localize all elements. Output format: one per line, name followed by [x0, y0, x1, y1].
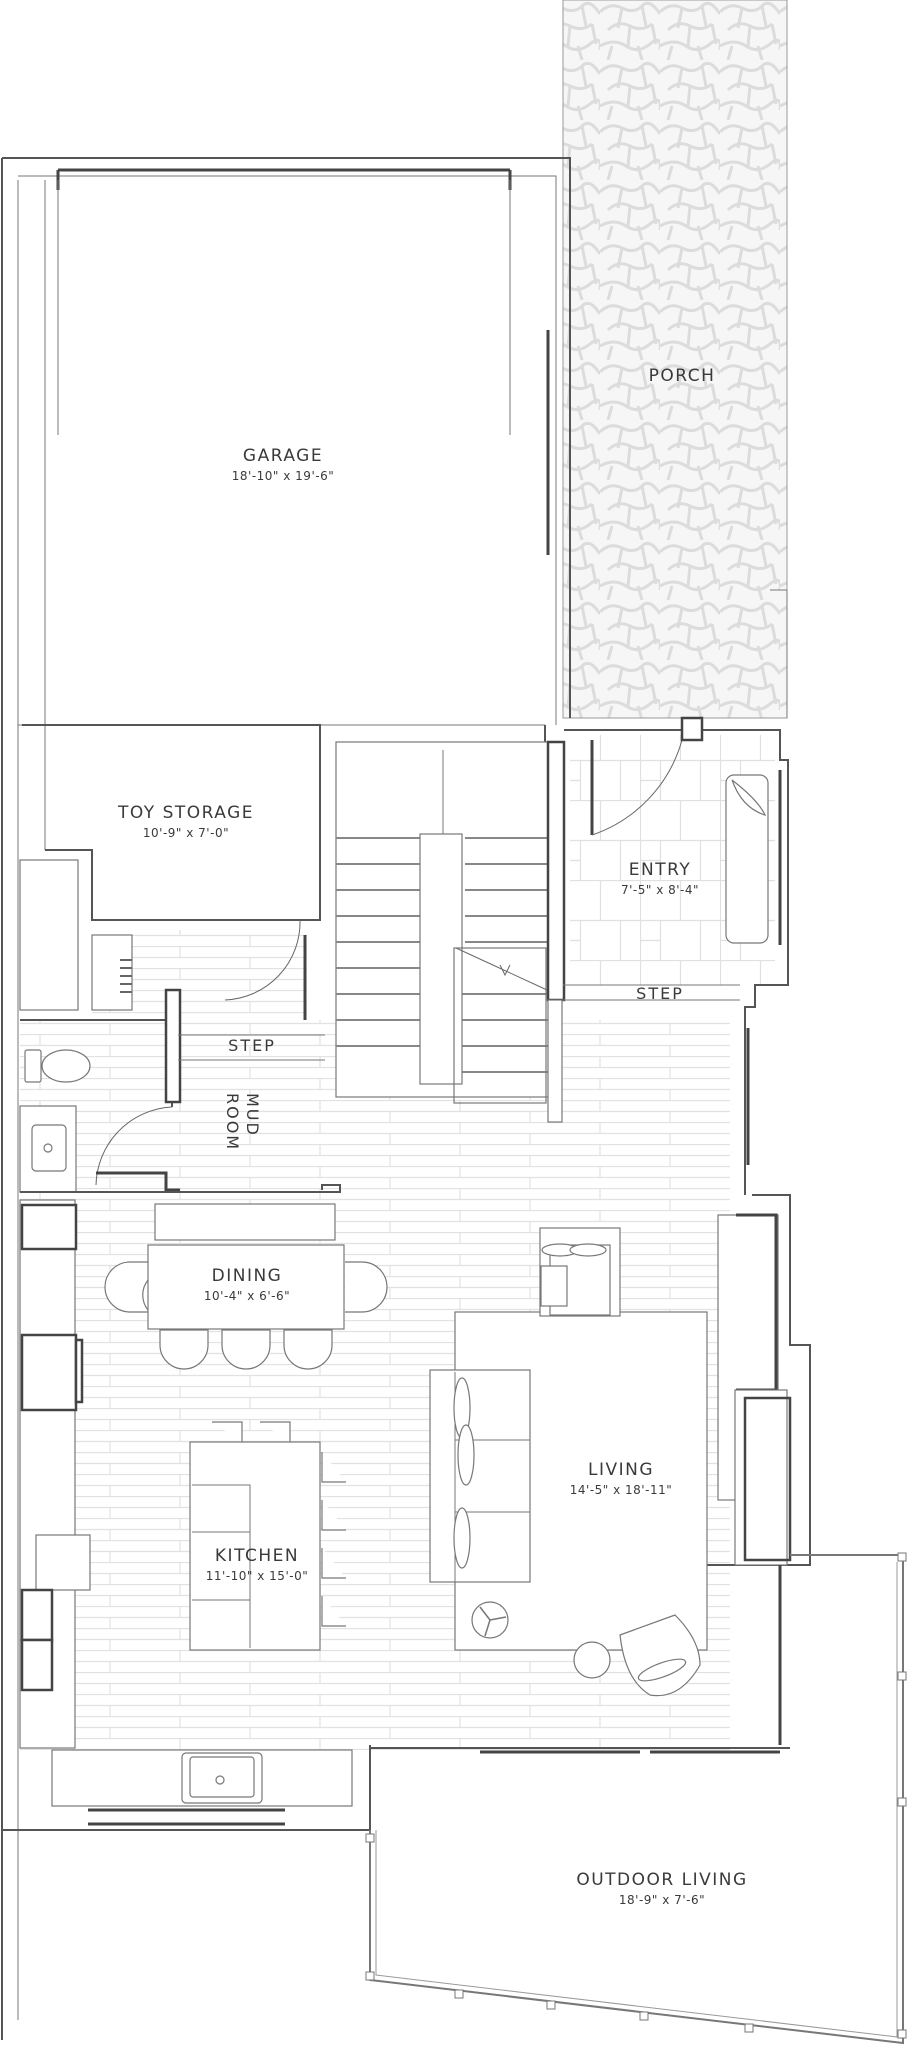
- room-name: LIVING: [587, 1460, 655, 1480]
- room-name: OUTDOOR LIVING: [576, 1870, 748, 1890]
- room-dimensions: 10'-4" x 6'-6": [203, 1289, 291, 1303]
- step-label-mudroom: STEP: [228, 1036, 276, 1055]
- room-label-toy-storage: TOY STORAGE 10'-9" x 7'-0": [118, 803, 254, 840]
- room-dimensions: 11'-10" x 15'-0": [205, 1569, 309, 1583]
- entry-walls: [563, 716, 789, 1195]
- room-label-entry: ENTRY 7'-5" x 8'-4": [621, 860, 699, 897]
- room-name: PORCH: [648, 366, 716, 386]
- room-label-porch: PORCH: [649, 366, 716, 386]
- room-dimensions: 7'-5" x 8'-4": [620, 883, 700, 897]
- kitchen-furniture: [2, 1199, 371, 1831]
- room-dimensions: 14'-5" x 18'-11": [569, 1483, 673, 1497]
- dining-furniture: [104, 1203, 388, 1370]
- living-bottom-wall: [370, 1747, 790, 1754]
- toy-storage-walls: [19, 724, 321, 1011]
- mudroom-walls: [19, 919, 341, 1193]
- room-name-line1: MUD: [243, 1093, 262, 1137]
- room-name: TOY STORAGE: [117, 803, 255, 823]
- room-name: KITCHEN: [214, 1546, 300, 1566]
- step-label-entry: STEP: [636, 984, 684, 1003]
- room-dimensions: 18'-10" x 19'-6": [231, 469, 335, 483]
- room-label-garage: GARAGE 18'-10" x 19'-6": [232, 446, 334, 483]
- staircase: [335, 740, 566, 1123]
- room-dimensions: 10'-9" x 7'-0": [142, 826, 230, 840]
- room-name: ENTRY: [628, 860, 692, 880]
- room-dimensions: 18'-9" x 7'-6": [618, 1893, 706, 1907]
- room-label-mud-room: MUD ROOM: [222, 1093, 262, 1151]
- room-label-living: LIVING 14'-5" x 18'-11": [570, 1460, 672, 1497]
- room-label-outdoor-living: OUTDOOR LIVING 18'-9" x 7'-6": [576, 1870, 747, 1907]
- porch-area: [562, 0, 788, 719]
- room-name-line2: ROOM: [223, 1093, 242, 1152]
- room-label-kitchen: KITCHEN 11'-10" x 15'-0": [206, 1546, 308, 1583]
- living-furniture: [429, 1227, 708, 1697]
- room-label-dining: DINING 10'-4" x 6'-6": [204, 1266, 290, 1303]
- outdoor-deck: [365, 1552, 907, 2045]
- room-name: DINING: [211, 1266, 283, 1286]
- fireplace-builtin: [699, 1194, 811, 1745]
- room-name: GARAGE: [242, 446, 324, 466]
